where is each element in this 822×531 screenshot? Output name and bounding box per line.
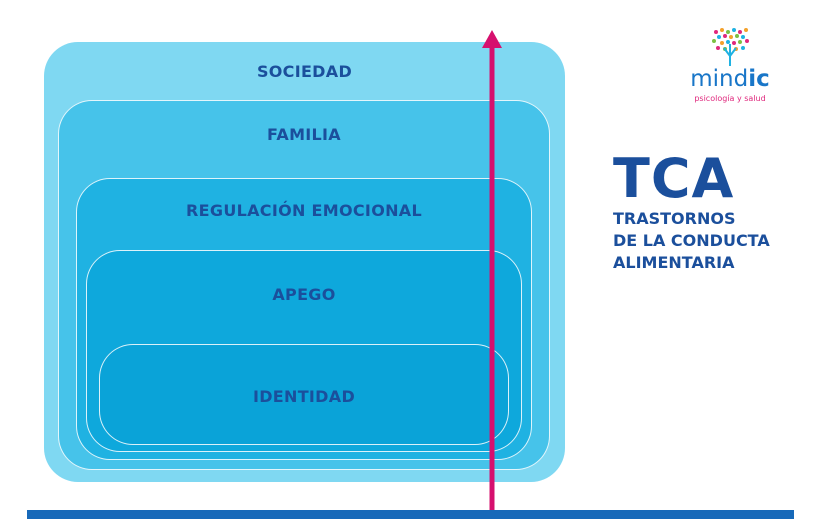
layer-label-identidad: IDENTIDAD [252,387,356,406]
tree-dots-icon [712,28,749,66]
logo-wordmark: mindic [670,66,790,92]
logo-word-mind: mind [690,66,749,92]
layer-identidad: IDENTIDAD [99,344,509,445]
layer-label-apego: APEGO [272,285,336,304]
mindic-logo: mindic psicología y salud [670,26,790,106]
baseline-bar [27,510,794,519]
tca-line-3: ALIMENTARIA [613,253,735,272]
layer-label-familia: FAMILIA [267,125,341,144]
upward-arrow [482,30,502,510]
tca-line-2: DE LA CONDUCTA [613,231,770,250]
logo-tagline: psicología y salud [694,94,766,103]
logo-word-ic: ic [748,66,770,92]
layer-label-sociedad: SOCIEDAD [256,62,353,81]
layer-label-regulacion-emocional: REGULACIÓN EMOCIONAL [186,201,422,220]
tca-line-1: TRASTORNOS [613,209,736,228]
tca-title: TCA [613,147,735,210]
